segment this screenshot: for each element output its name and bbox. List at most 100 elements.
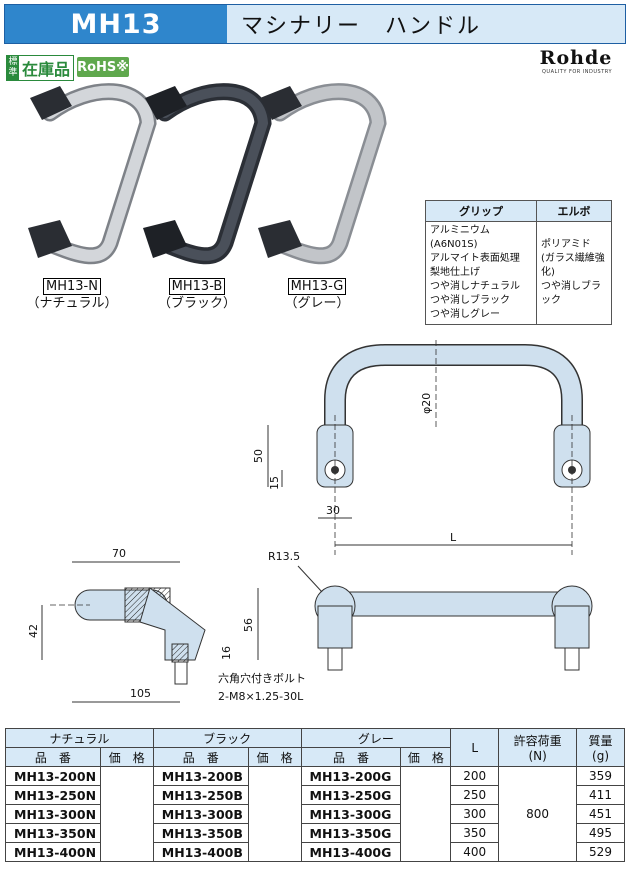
table-row: MH13-350N MH13-350B MH13-350G 350 495 xyxy=(5,823,625,843)
front-view-lower: R13.5 xyxy=(268,550,593,671)
length-value: 350 xyxy=(450,823,500,843)
mass-value: 451 xyxy=(576,804,625,824)
elbow-spec: ポリアミド (ガラス繊維強化) つや消しブラック xyxy=(536,221,612,325)
caption-gray: MH13-G （グレー） xyxy=(262,278,372,312)
code-natural: MH13-250N xyxy=(5,785,101,805)
grip-line: つや消しナチュラル xyxy=(430,281,520,292)
spec-group-natural: ナチュラル xyxy=(5,728,154,748)
dim-height-16: 16 xyxy=(220,646,233,660)
title-bar: MH13 マシナリー ハンドル xyxy=(4,4,626,44)
dim-height-42: 42 xyxy=(27,624,40,638)
length-value: 300 xyxy=(450,804,500,824)
code-black: MH13-350B xyxy=(152,823,249,843)
dim-height-15: 15 xyxy=(268,476,281,490)
spec-table: ナチュラル ブラック グレー L 許容荷重(N) 質量(g) 品 番 価 格 品… xyxy=(5,728,625,862)
caption-label: （ブラック） xyxy=(157,296,236,311)
code-natural: MH13-400N xyxy=(5,842,101,862)
spec-group-gray: グレー xyxy=(300,728,452,748)
product-series-code: MH13 xyxy=(5,5,227,43)
code-black: MH13-250B xyxy=(152,785,249,805)
brand-logo: Rohde xyxy=(539,47,613,69)
rohs-badge: RoHS※ xyxy=(77,57,129,77)
standard-badge-key: 標準 xyxy=(7,56,19,80)
spec-sub-code: 品 番 xyxy=(300,747,402,767)
load-label: 許容荷重 xyxy=(513,734,562,748)
standard-stock-badge: 標準 在庫品 xyxy=(6,55,74,81)
product-photo-gray xyxy=(258,83,387,265)
caption-label: （ナチュラル） xyxy=(26,296,118,311)
dim-length-L: L xyxy=(450,531,457,544)
code-gray: MH13-250G xyxy=(300,785,402,805)
code-natural: MH13-200N xyxy=(5,766,101,786)
length-value: 200 xyxy=(450,766,500,786)
code-natural: MH13-350N xyxy=(5,823,101,843)
elbow-line: つや消しブラック xyxy=(541,281,601,306)
product-photo-black xyxy=(143,83,272,265)
mass-value: 359 xyxy=(576,766,625,786)
caption-code: MH13-B xyxy=(168,278,226,295)
length-value: 400 xyxy=(450,842,500,862)
code-gray: MH13-300G xyxy=(300,804,402,824)
spec-sub-price: 価 格 xyxy=(99,747,154,767)
spec-group-black: ブラック xyxy=(152,728,302,748)
material-header-elbow: エルボ xyxy=(536,200,612,222)
code-gray: MH13-200G xyxy=(300,766,402,786)
dim-radius: R13.5 xyxy=(268,550,300,563)
code-black: MH13-200B xyxy=(152,766,249,786)
code-gray: MH13-400G xyxy=(300,842,402,862)
price-natural xyxy=(99,766,154,862)
code-black: MH13-300B xyxy=(152,804,249,824)
load-value: 800 xyxy=(498,766,578,862)
code-natural: MH13-300N xyxy=(5,804,101,824)
product-series-name: マシナリー ハンドル xyxy=(227,5,625,43)
code-gray: MH13-350G xyxy=(300,823,402,843)
dim-width-105: 105 xyxy=(130,687,151,700)
caption-code: MH13-G xyxy=(287,278,347,295)
code-black: MH13-400B xyxy=(152,842,249,862)
mass-unit: (g) xyxy=(592,749,609,763)
grip-line: つや消しグレー xyxy=(430,309,500,320)
bolt-label-1: 六角穴付きボルト xyxy=(218,671,306,685)
dim-width-30: 30 xyxy=(326,504,340,517)
standard-badge-value: 在庫品 xyxy=(21,60,70,79)
mass-value: 495 xyxy=(576,823,625,843)
product-photo-natural xyxy=(28,83,157,265)
material-header-grip: グリップ xyxy=(425,200,537,222)
mass-value: 529 xyxy=(576,842,625,862)
spec-col-mass: 質量(g) xyxy=(576,728,625,767)
caption-black: MH13-B （ブラック） xyxy=(142,278,252,312)
mass-label: 質量 xyxy=(588,734,613,748)
spec-sub-price: 価 格 xyxy=(247,747,302,767)
grip-line: アルミニウム(A6N01S) xyxy=(430,225,490,250)
spec-col-load: 許容荷重(N) xyxy=(498,728,578,767)
bolt-label-2: 2-M8×1.25-30L xyxy=(218,690,304,703)
dim-diameter: φ20 xyxy=(420,393,433,414)
price-black xyxy=(247,766,302,862)
spec-sub-code: 品 番 xyxy=(5,747,101,767)
elbow-line: (ガラス繊維強化) xyxy=(541,253,605,278)
mass-value: 411 xyxy=(576,785,625,805)
price-gray xyxy=(400,766,452,862)
load-unit: (N) xyxy=(528,749,547,763)
spec-col-L: L xyxy=(450,728,500,767)
dim-height-56: 56 xyxy=(242,618,255,632)
spec-sub-code: 品 番 xyxy=(152,747,249,767)
table-row: MH13-400N MH13-400B MH13-400G 400 529 xyxy=(5,842,625,862)
caption-natural: MH13-N （ナチュラル） xyxy=(17,278,127,312)
side-view: 70 42 56 16 105 六角穴付きボルト 2-M8×1.25-30L xyxy=(27,547,306,703)
grip-line: アルマイト表面処理 xyxy=(430,253,520,264)
dim-height-50: 50 xyxy=(252,449,265,463)
grip-line: つや消しブラック xyxy=(430,295,510,306)
material-table: グリップ エルボ アルミニウム(A6N01S) アルマイト表面処理 梨地仕上げ … xyxy=(425,200,612,325)
table-row: MH13-250N MH13-250B MH13-250G 250 411 xyxy=(5,785,625,805)
front-view-upper: φ20 50 15 30 L xyxy=(252,340,591,555)
technical-drawing: φ20 50 15 30 L 70 42 56 16 105 六角穴付きボルト … xyxy=(27,340,593,703)
spec-sub-price: 価 格 xyxy=(400,747,452,767)
dim-width-70: 70 xyxy=(112,547,126,560)
elbow-line: ポリアミド xyxy=(541,239,591,250)
table-row: MH13-200N MH13-200B MH13-200G 200 800 35… xyxy=(5,766,625,862)
grip-spec: アルミニウム(A6N01S) アルマイト表面処理 梨地仕上げ つや消しナチュラル… xyxy=(425,221,537,325)
length-value: 250 xyxy=(450,785,500,805)
grip-line: 梨地仕上げ xyxy=(430,267,480,278)
brand-tagline: QUALITY FOR INDUSTRY xyxy=(541,69,612,75)
